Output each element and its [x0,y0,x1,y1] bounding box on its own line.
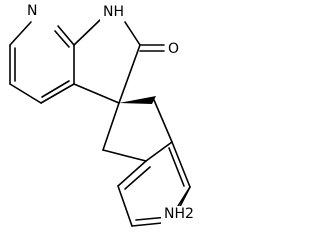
atom-label-amide-nh: NH [103,4,124,20]
atom-label-amine-nh2: NH2 [164,206,194,222]
atom-label-carbonyl-oxygen: O [168,41,179,57]
bond [171,141,191,188]
stereo-wedge [119,96,156,104]
bond [73,83,120,104]
bond [153,99,173,143]
bond [117,160,147,187]
bond [124,166,151,190]
label-background [166,36,180,54]
bond [41,80,70,98]
bond [168,147,185,187]
bond [145,141,173,162]
label-background [161,206,203,224]
bond [57,25,75,46]
molecule-drawing: N NH O NH2 [9,2,203,227]
structure-canvas: N NH O NH2 [9,2,203,227]
bond [9,83,42,104]
bond [102,102,120,151]
label-background [25,2,39,20]
bond [40,83,75,104]
bond [54,30,70,48]
bond [177,186,191,207]
bond [73,19,101,46]
bond [9,21,32,46]
bond [118,44,141,104]
bond [102,149,147,162]
bond [117,185,133,227]
label-background [100,3,129,21]
bond [124,21,141,46]
atom-label-pyridine-nitrogen: N [27,3,37,19]
